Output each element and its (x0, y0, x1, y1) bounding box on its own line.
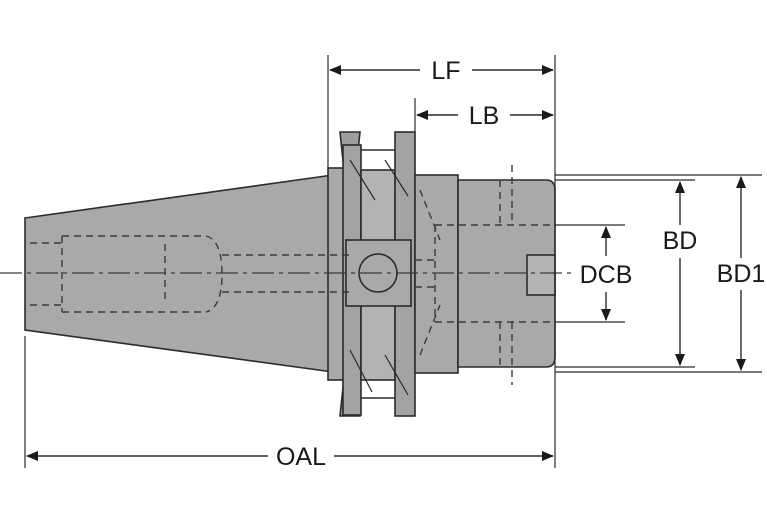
extension-lines (24, 55, 762, 468)
label-bd: BD (663, 227, 698, 255)
label-dcb: DCB (580, 261, 633, 289)
label-oal: OAL (276, 443, 326, 471)
hidden-lines (30, 165, 555, 385)
collar (414, 174, 459, 374)
dimension-lf: LF (329, 57, 554, 85)
dimension-lb: LB (416, 102, 554, 130)
end-slot (526, 254, 556, 296)
label-lf: LF (431, 57, 460, 85)
label-bd1: BD1 (717, 260, 766, 288)
dimension-oal: OAL (26, 443, 554, 471)
dimension-bd: BD (663, 181, 698, 366)
dimension-bd1: BD1 (717, 176, 766, 371)
taper-shank (24, 174, 334, 373)
dimension-dcb: DCB (580, 226, 633, 321)
label-lb: LB (469, 102, 500, 130)
